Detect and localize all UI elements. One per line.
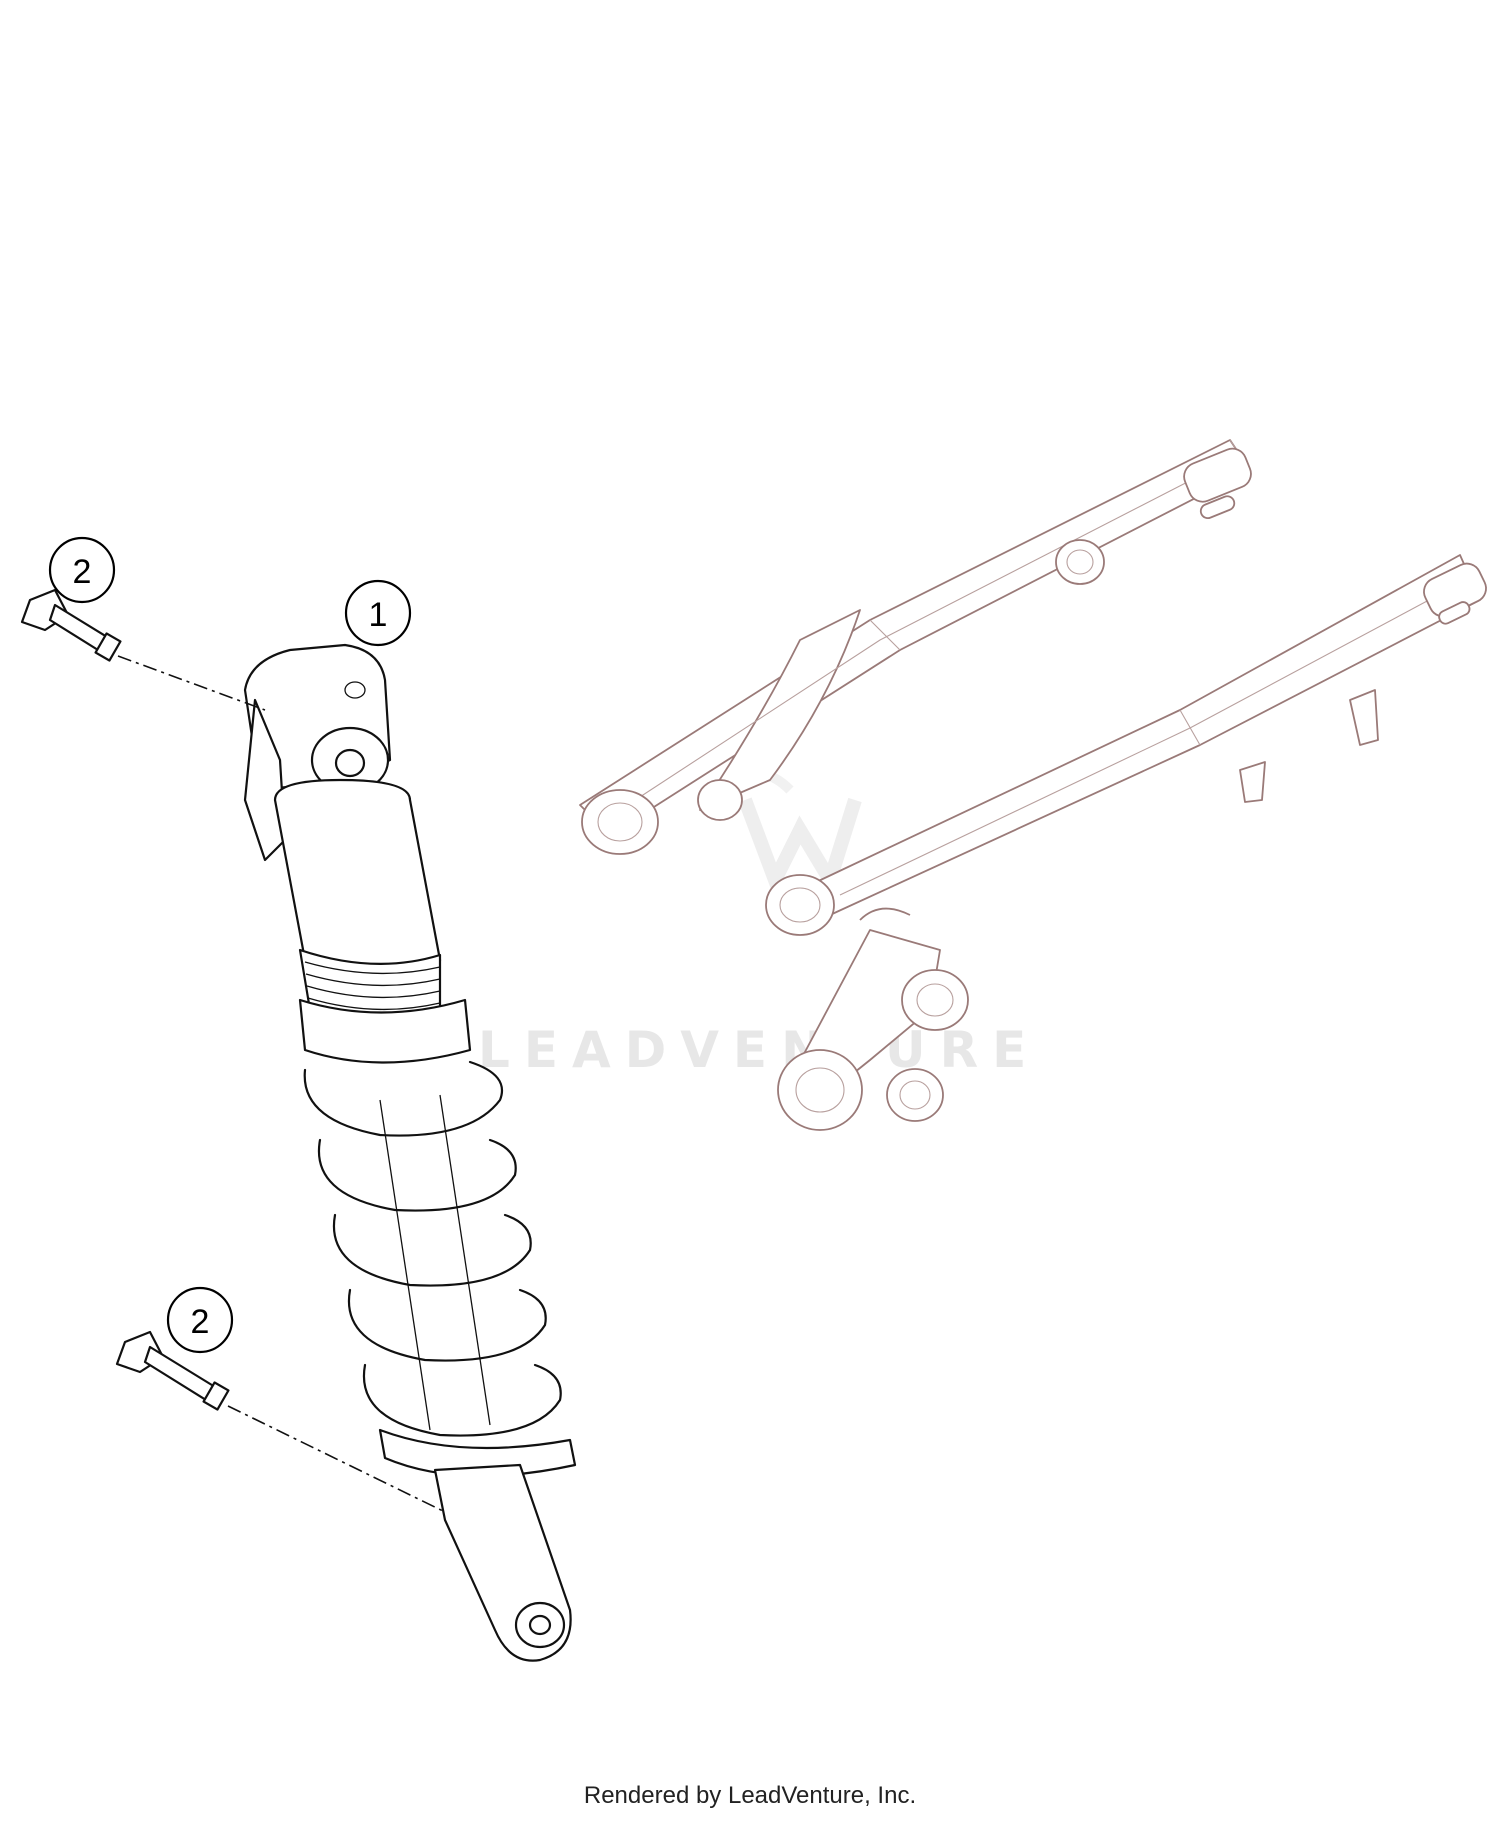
bottom-bolt-drawing xyxy=(115,1330,230,1411)
watermark-text: LEADVENTURE xyxy=(478,1021,1040,1079)
bottom-bolt-leader-line xyxy=(227,1405,446,1513)
watermark-logo-icon xyxy=(735,770,862,898)
swingarm-drawing xyxy=(579,439,1487,936)
callout-2-top-label: 2 xyxy=(73,553,92,591)
top-bolt-leader-line xyxy=(117,655,266,711)
callout-2-bottom-label: 2 xyxy=(191,1303,210,1341)
footer-credit: Rendered by LeadVenture, Inc. xyxy=(583,1782,917,1809)
callout-2-bottom: 2 xyxy=(166,1286,234,1354)
top-bolt-drawing xyxy=(20,588,122,662)
callout-2-top: 2 xyxy=(48,536,116,604)
spring-coils xyxy=(303,1060,562,1437)
callout-1-label: 1 xyxy=(369,596,388,634)
linkage-drawing xyxy=(777,907,969,1131)
callout-1: 1 xyxy=(344,579,412,647)
shock-absorber-drawing xyxy=(243,643,577,1662)
